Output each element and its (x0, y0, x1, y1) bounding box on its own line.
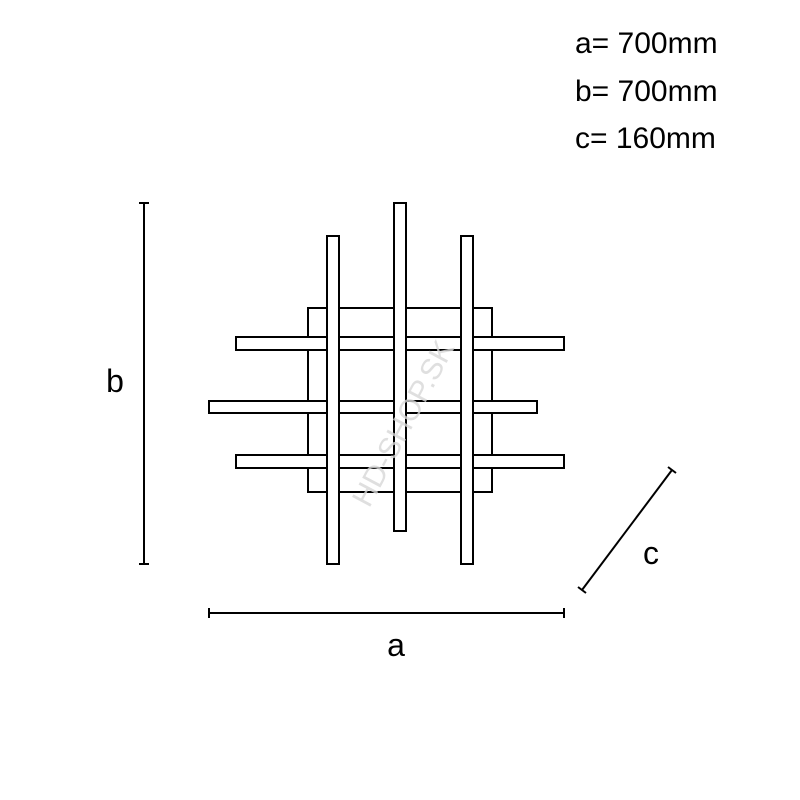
label-a: a (387, 627, 405, 663)
lamp-drawing (208, 202, 565, 565)
label-b: b (106, 363, 124, 399)
spec-b: b= 700mm (575, 75, 718, 108)
spec-c: c= 160mm (575, 122, 716, 155)
dimension-line-b (139, 202, 149, 565)
dimension-line-c (577, 466, 677, 594)
dimension-line-a (208, 608, 565, 618)
vertical-bar-right (460, 235, 474, 565)
label-c: c (643, 535, 659, 571)
vertical-bar-left (326, 235, 340, 565)
spec-a: a= 700mm (575, 27, 718, 60)
horizontal-bar-middle (208, 400, 538, 414)
vertical-bar-center (393, 202, 407, 532)
